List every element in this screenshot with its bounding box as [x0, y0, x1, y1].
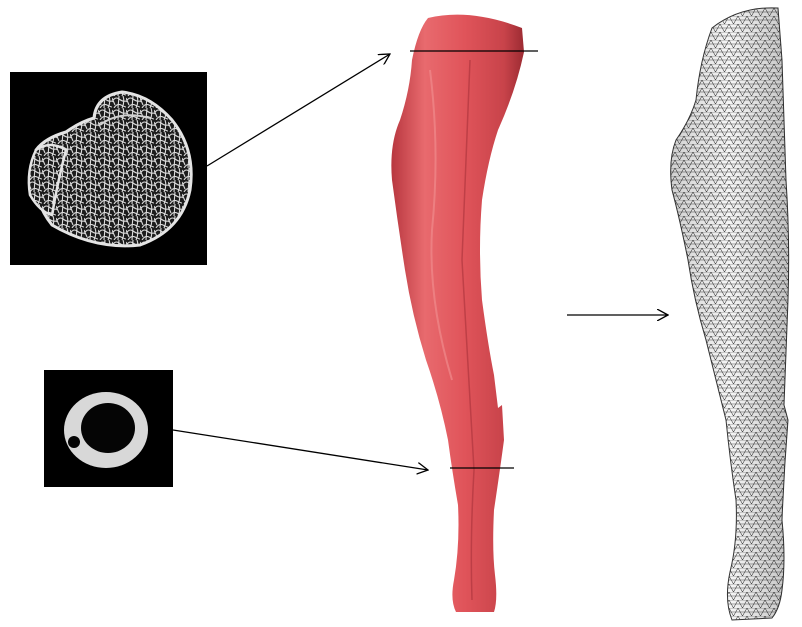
bone-surface-model [391, 15, 524, 612]
ct-slice-diaphysis [44, 370, 173, 487]
bone-tetra-mesh [671, 8, 789, 620]
arrow-proximal-slice-to-model [207, 54, 390, 166]
ct-slice-proximal [10, 72, 207, 265]
arrow-diaphysis-slice-to-model [173, 430, 428, 470]
